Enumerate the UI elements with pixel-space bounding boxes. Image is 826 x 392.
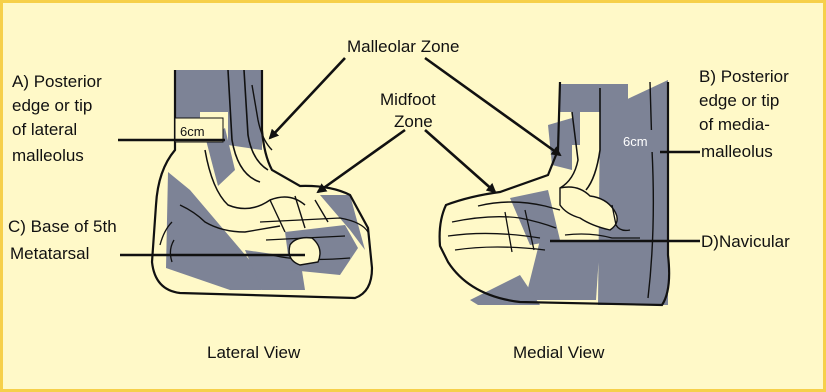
six-cm-label-medial: 6cm: [623, 134, 648, 149]
midfoot-arrow-left: [318, 130, 405, 192]
medial-foot-illustration: [440, 80, 670, 305]
malleolar-arrow-right: [425, 58, 560, 155]
label-a-line3: of lateral: [12, 120, 77, 139]
label-d: D)Navicular: [701, 232, 790, 251]
label-c-line1: C) Base of 5th: [8, 217, 117, 236]
label-b-line1: B) Posterior: [699, 67, 789, 86]
lateral-view-caption: Lateral View: [207, 343, 301, 362]
label-b-line3: of media-: [699, 115, 770, 134]
label-a-line2: edge or tip: [12, 96, 92, 115]
label-b-line4: malleolus: [701, 142, 773, 161]
midfoot-zone-label-line1: Midfoot: [380, 90, 436, 109]
label-a-line4: malleolus: [12, 146, 84, 165]
midfoot-arrow-right: [425, 130, 495, 192]
six-cm-label-lateral: 6cm: [180, 124, 205, 139]
lateral-foot-illustration: [152, 70, 372, 298]
midfoot-zone-label-line2: Zone: [394, 112, 433, 131]
label-a-line1: A) Posterior: [12, 72, 102, 91]
medial-view-caption: Medial View: [513, 343, 605, 362]
label-c-line2: Metatarsal: [10, 244, 89, 263]
malleolar-arrow-left: [270, 58, 345, 138]
malleolar-zone-label: Malleolar Zone: [347, 37, 459, 56]
label-b-line2: edge or tip: [699, 91, 779, 110]
